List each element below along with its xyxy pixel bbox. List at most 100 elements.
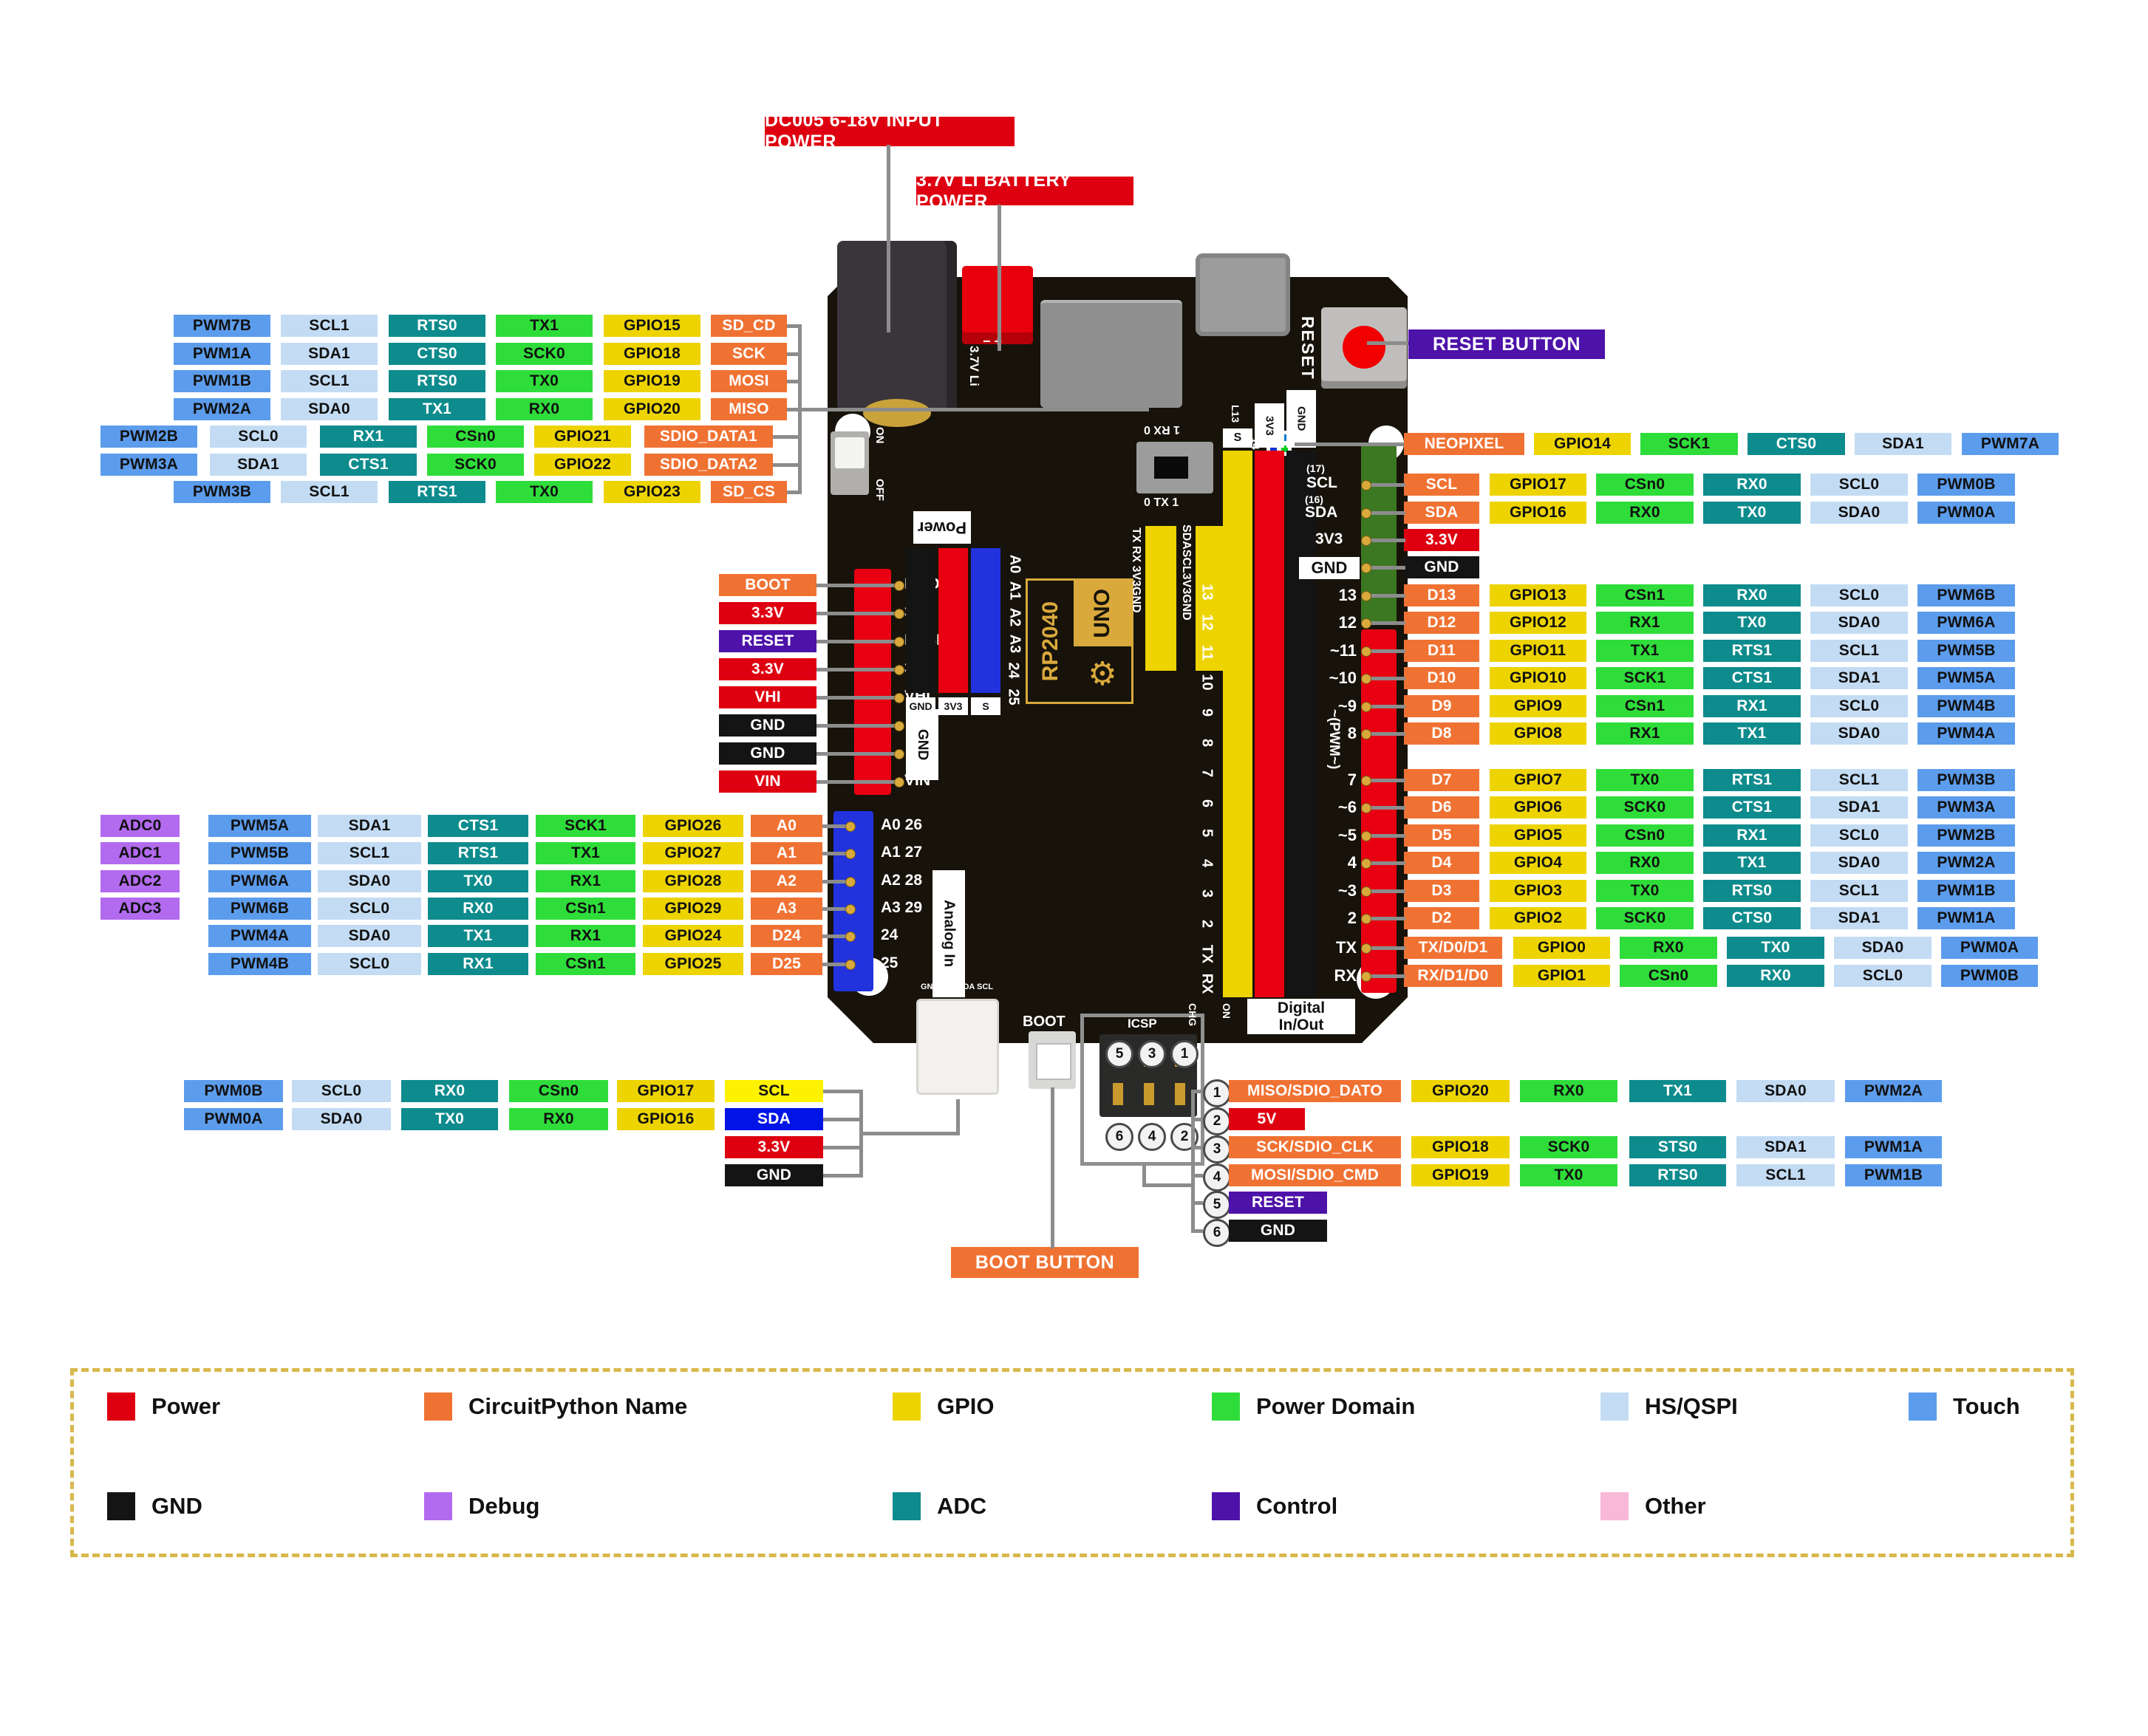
pin-dot [1361,674,1371,684]
uart-header[interactable] [1145,526,1176,671]
pin-dot [894,749,904,759]
pin-box-rx1: RX1 [1703,695,1801,717]
pin-box-sda0: SDA0 [1736,1080,1835,1102]
pin-box-csn0: CSn0 [1596,824,1694,847]
pin-box-sda0: SDA0 [292,1108,391,1130]
pin-box-sda1: SDA1 [1810,907,1908,929]
legend-item-hs-qspi: HS/QSPI [1600,1392,1738,1421]
silk-analog-a1: A1 27 [881,844,923,861]
silk-mid-24: 24 [1005,662,1022,679]
pin-box-rx1: RX1 [536,870,635,892]
pin-box-gpio20: GPIO20 [1411,1080,1510,1102]
pin-box-d7: D7 [1404,769,1479,791]
pin-box-rx-d1-d0: RX/D1/D0 [1404,965,1502,987]
pin-box-gpio5: GPIO5 [1490,824,1586,847]
pin-box-tx1: TX1 [1703,852,1801,874]
pin-box-pwm6a: PWM6A [1917,612,2015,634]
reset-button-cap[interactable] [1343,326,1385,369]
logo-uno-text: UNO [1090,589,1114,639]
pin-box-rx0: RX0 [509,1108,608,1130]
silk-digit-rx: RX [1199,973,1216,994]
pin-box-pwm1a: PWM1A [174,343,270,365]
boot-button[interactable] [1029,1031,1076,1089]
pin-box-gnd: GND [719,742,816,765]
callout-line [822,852,850,855]
power-header[interactable] [854,569,891,795]
callout-line [787,408,801,411]
jst-connector[interactable] [916,999,999,1095]
i2c-header[interactable] [1196,526,1227,671]
pin-box-gpio4: GPIO4 [1490,852,1586,874]
pin-box-tx-d0-d1: TX/D0/D1 [1404,937,1502,959]
pin-dot [1361,886,1371,897]
pin-box-pwm5a: PWM5A [208,815,311,837]
pin-box-tx1: TX1 [1629,1080,1726,1102]
silk-right-3: ~3 [1337,881,1357,900]
reset-button[interactable] [1321,307,1407,389]
battery-polarity-text: − + [983,334,1003,349]
gnd-strip[interactable] [1286,451,1316,997]
callout-line [1191,1229,1203,1233]
gnd-rail[interactable] [906,548,935,693]
legend-item-control: Control [1212,1492,1337,1520]
callout-line [822,907,850,911]
power-switch[interactable] [831,431,869,495]
signal-strip[interactable] [1223,451,1252,997]
pin-box-mosi-sdio-cmd: MOSI/SDIO_CMD [1229,1164,1401,1186]
legend-label: CircuitPython Name [468,1393,688,1419]
callout-line [1364,732,1405,736]
pin-box-sck0: SCK0 [1596,796,1694,819]
legend-swatch [107,1492,135,1520]
legend-swatch [1909,1392,1937,1421]
pin-box-csn1: CSn1 [536,953,635,975]
callout-line [816,752,897,756]
callout-line [1364,974,1405,978]
pin-box-d3: D3 [1404,880,1479,902]
pin-dot [1361,480,1371,491]
callout-line [1364,779,1405,782]
pin-box-gpio25: GPIO25 [643,953,743,975]
callout-line [1142,1166,1146,1186]
pin-box-scl0: SCL0 [1810,474,1908,496]
legend-label: Other [1645,1493,1706,1519]
pin-box-rts0: RTS0 [389,370,485,392]
boot-silk-label: BOOT [1023,1014,1066,1030]
pin-box-pwm3a: PWM3A [1917,796,2015,819]
callout-line [798,408,1149,411]
silk-mid-a0: A0 [1006,554,1023,574]
pin-box-gpio11: GPIO11 [1490,640,1586,662]
pin-box-tx0: TX0 [1520,1164,1617,1186]
pin-box-miso-sdio-dato: MISO/SDIO_DATO [1229,1080,1401,1102]
pin-box-reset: RESET [1229,1192,1327,1214]
pin-box-pwm2a: PWM2A [1917,852,2015,874]
pin-box-csn0: CSn0 [427,426,524,448]
pin-box-d6: D6 [1404,796,1479,819]
pin-dot [1361,914,1371,924]
3v3-rail[interactable] [938,548,968,693]
icsp-row-number-3: 3 [1203,1135,1231,1163]
pin-box-rx0: RX0 [1520,1080,1617,1102]
silk-digit-6: 6 [1199,799,1216,807]
pin-box-scl1: SCL1 [281,481,378,503]
pin-box-sda: SDA [1404,502,1479,524]
pin-box-d11: D11 [1404,640,1479,662]
usb-connector[interactable] [1196,253,1290,336]
pin-dot [845,960,856,970]
pin-box-sda0: SDA0 [1834,937,1932,959]
silk-mid-a2: A2 [1006,607,1023,627]
pin-box-rx1: RX1 [428,953,528,975]
uart-switch[interactable] [1136,442,1213,493]
on-led-label: ON [1221,1003,1232,1019]
pin-box-tx0: TX0 [1727,937,1824,959]
pin-box-pwm6b: PWM6B [208,898,311,920]
pin-box-3-3v: 3.3V [725,1136,823,1158]
pin-box-scl0: SCL0 [1834,965,1932,987]
pin-box-miso: MISO [711,398,787,420]
pin-box-pwm7b: PWM7B [174,315,270,337]
signal-rail[interactable] [971,548,1000,693]
3v3-strip[interactable] [1255,451,1284,997]
pin-box-sda0: SDA0 [1810,612,1908,634]
pin-box-sda0: SDA0 [1810,722,1908,745]
rail-footer-gnd: GND [906,697,935,715]
pin-box-rts0: RTS0 [1629,1164,1726,1186]
